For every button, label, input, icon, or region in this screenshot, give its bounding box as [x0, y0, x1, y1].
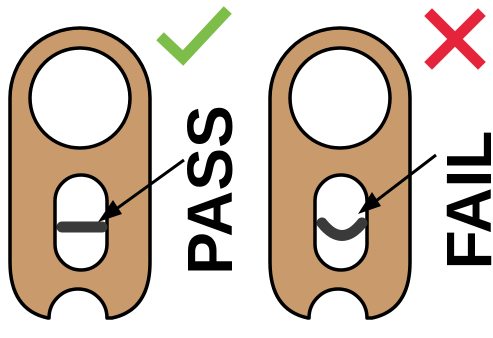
check-icon [156, 6, 232, 66]
panel-fail: FAIL [268, 8, 493, 320]
pass-pointer-arrow [98, 158, 185, 222]
fail-label: FAIL [433, 131, 493, 270]
panel-pass: PASS [8, 6, 246, 320]
fail-top-hole [288, 46, 392, 150]
fail-pointer-arrow [358, 153, 437, 214]
pass-top-hole [28, 46, 132, 150]
fail-clip-bar [316, 217, 368, 241]
cross-icon [424, 8, 486, 70]
pass-label: PASS [174, 105, 246, 275]
